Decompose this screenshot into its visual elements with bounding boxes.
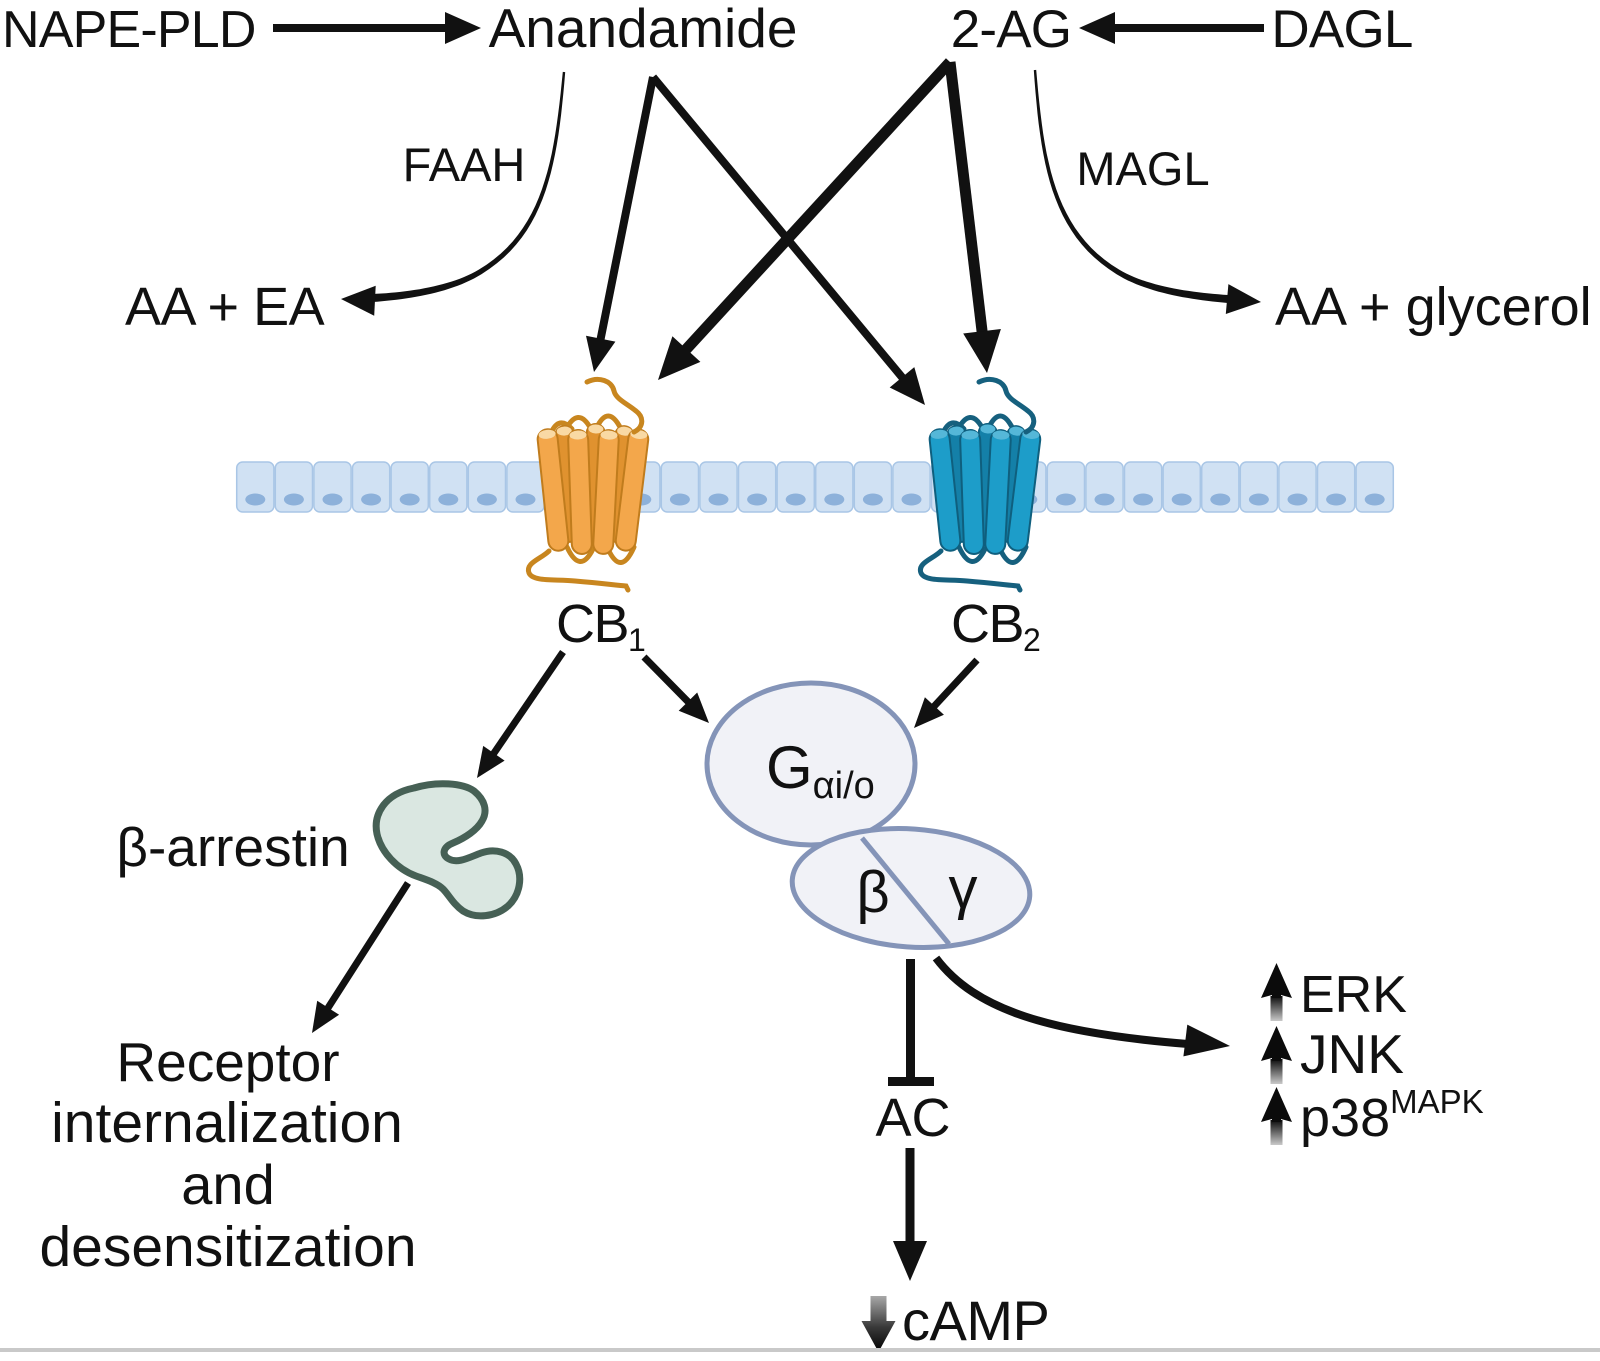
svg-text:p38MAPK: p38MAPK — [1300, 1083, 1484, 1148]
svg-text:cAMP: cAMP — [902, 1289, 1049, 1352]
svg-text:FAAH: FAAH — [403, 138, 526, 191]
svg-text:Receptor: Receptor — [116, 1031, 339, 1093]
svg-text:AA + EA: AA + EA — [125, 277, 325, 337]
svg-text:β: β — [856, 860, 889, 925]
svg-text:2-AG: 2-AG — [951, 0, 1072, 59]
svg-text:AA + glycerol: AA + glycerol — [1275, 277, 1592, 337]
svg-text:AC: AC — [875, 1088, 950, 1148]
svg-text:β-arrestin: β-arrestin — [116, 816, 349, 878]
svg-text:DAGL: DAGL — [1271, 0, 1412, 59]
svg-text:ERK: ERK — [1300, 966, 1407, 1024]
svg-text:NAPE-PLD: NAPE-PLD — [2, 1, 256, 59]
svg-text:and: and — [181, 1153, 274, 1216]
svg-text:desensitization: desensitization — [39, 1215, 416, 1279]
svg-text:internalization: internalization — [51, 1091, 403, 1155]
svg-text:JNK: JNK — [1300, 1023, 1404, 1085]
svg-text:Anandamide: Anandamide — [489, 0, 798, 59]
svg-text:MAGL: MAGL — [1076, 142, 1209, 195]
svg-text:γ: γ — [949, 856, 978, 921]
